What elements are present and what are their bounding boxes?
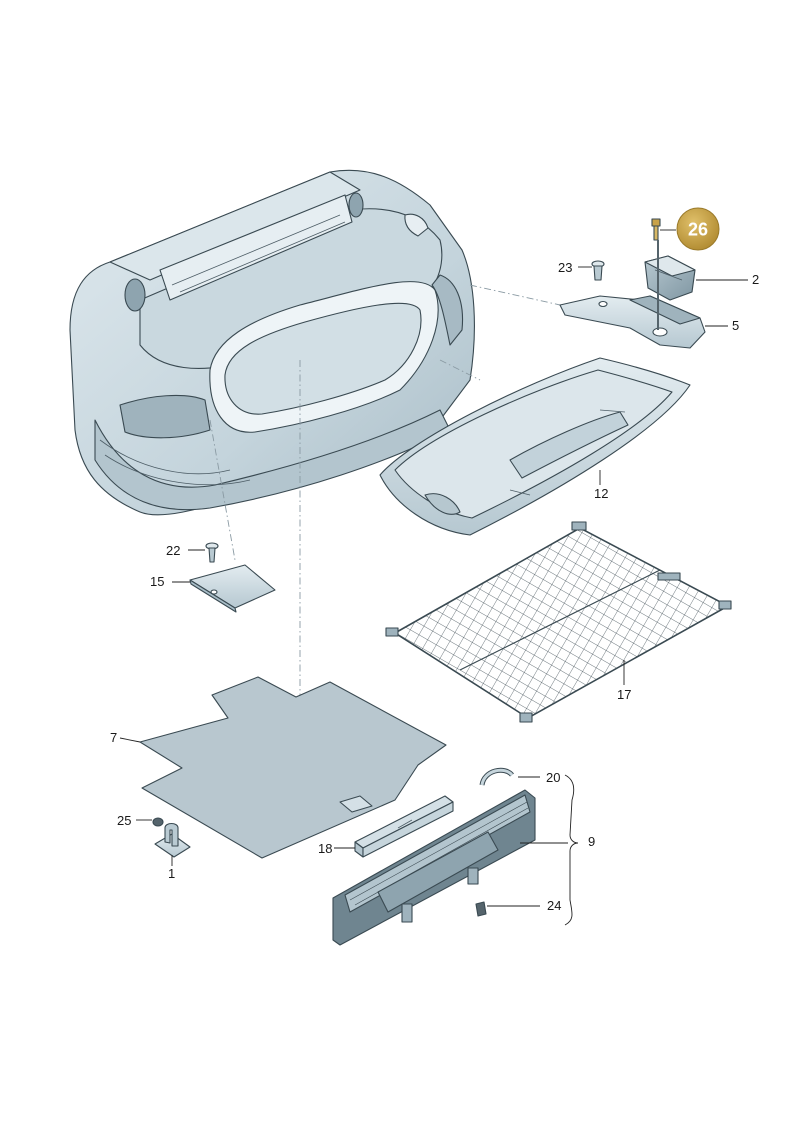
group-brace-9	[564, 774, 579, 926]
callout-7: 7	[110, 730, 117, 745]
part-9-sill-trim[interactable]	[332, 789, 536, 946]
callout-5: 5	[732, 318, 739, 333]
part-26-bolt[interactable]	[651, 218, 676, 241]
part-5-bracket[interactable]	[559, 240, 706, 349]
callout-17: 17	[617, 687, 631, 702]
part-12-luggage-tray[interactable]	[379, 357, 691, 536]
part-25-nut[interactable]	[152, 817, 164, 827]
callout-15: 15	[150, 574, 164, 589]
part-2-housing[interactable]	[644, 255, 696, 301]
part-20-clip[interactable]	[479, 767, 514, 786]
callout-20: 20	[546, 770, 560, 785]
callout-18: 18	[318, 841, 332, 856]
part-17-cargo-net[interactable]	[385, 521, 732, 723]
callout-12: 12	[594, 486, 608, 501]
callout-9: 9	[588, 834, 595, 849]
assembly-lines	[209, 284, 561, 750]
part-24-clip[interactable]	[475, 901, 487, 917]
part-23-clip[interactable]	[591, 260, 605, 281]
callout-2: 2	[752, 272, 759, 287]
part-1-hook[interactable]	[154, 822, 191, 858]
callout-1: 1	[168, 866, 175, 881]
part-26-label: 26	[688, 220, 708, 240]
part-22-screw[interactable]	[205, 542, 219, 563]
part-15-cover[interactable]	[189, 564, 276, 613]
part-26-badge[interactable]: 26	[676, 207, 720, 251]
callout-22: 22	[166, 543, 180, 558]
vehicle-rear-body	[69, 169, 475, 516]
callout-23: 23	[558, 260, 572, 275]
callout-24: 24	[547, 898, 561, 913]
callout-25: 25	[117, 813, 131, 828]
